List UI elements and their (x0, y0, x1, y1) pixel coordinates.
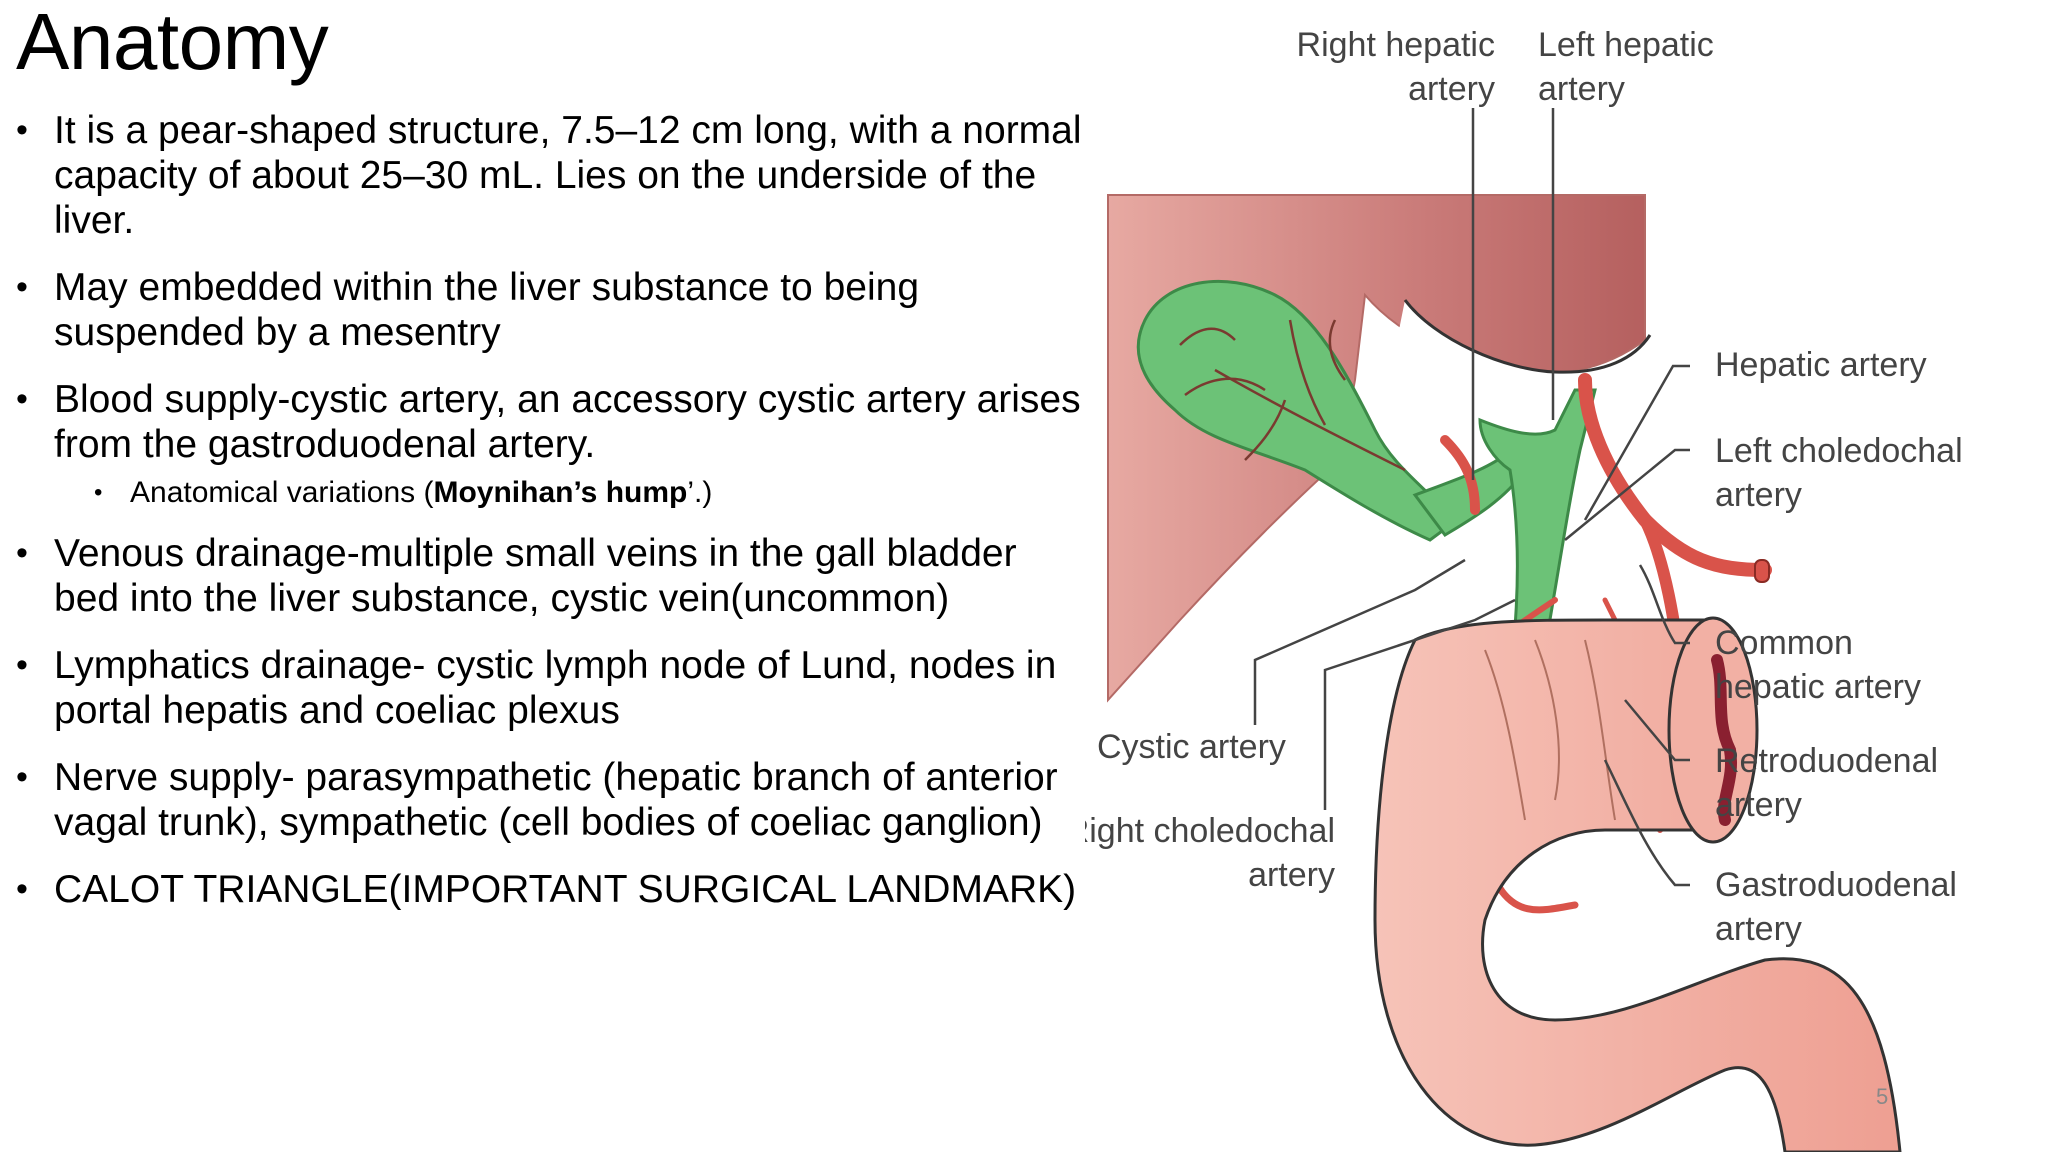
sub-bullet-bold: Moynihan’s hump (433, 476, 688, 509)
bullet-text: Lymphatics drainage- cystic lymph node o… (54, 644, 1057, 732)
bullet-item: • Lymphatics drainage- cystic lymph node … (0, 643, 1090, 733)
sub-bullet-suffix: ’.) (687, 476, 713, 509)
label-right-hepatic-artery-line2: artery (1408, 70, 1495, 108)
label-common-hepatic-artery-line2: hepatic artery (1715, 668, 1921, 706)
slide-title: Anatomy (16, 0, 329, 86)
label-right-choledochal-artery-line1: Right choledochal (1085, 812, 1335, 850)
sub-bullet-prefix: Anatomical variations ( (130, 476, 434, 509)
label-left-choledochal-artery-line2: artery (1715, 476, 1802, 514)
cystic-artery-branches (1179, 319, 1406, 472)
label-common-hepatic-artery-line1: Common (1715, 624, 1853, 662)
bullet-text: It is a pear-shaped structure, 7.5–12 cm… (54, 109, 1082, 242)
bullet-text: Blood supply-cystic artery, an accessory… (54, 378, 1081, 466)
bullet-list: • It is a pear-shaped structure, 7.5–12 c… (0, 108, 1090, 934)
label-right-choledochal-artery-line2: artery (1248, 856, 1335, 894)
leader-lines (1253, 108, 1690, 887)
bullet-dot-icon: • (16, 111, 28, 149)
bullet-dot-icon: • (16, 646, 28, 684)
bullet-dot-icon: • (16, 268, 28, 306)
bullet-text: Venous drainage-multiple small veins in … (54, 532, 1017, 620)
duodenum-cut-face (1667, 616, 1759, 844)
liver-notch-edge (1403, 299, 1652, 374)
duodenum-folds (1484, 639, 1616, 821)
sub-bullet-item: • Anatomical variations (Moynihan’s hump’… (0, 473, 1090, 513)
label-gastroduodenal-artery-line2: artery (1715, 910, 1802, 948)
gallbladder-anatomy-diagram: Right hepatic artery Left hepatic artery… (1085, 0, 2048, 1152)
diagram-svg: Right hepatic artery Left hepatic artery… (1085, 26, 1963, 1152)
bullet-item: • It is a pear-shaped structure, 7.5–12 c… (0, 108, 1090, 243)
bullet-dot-icon: • (16, 534, 28, 572)
label-retroduodenal-artery-line1: Retroduodenal (1715, 742, 1938, 780)
bullet-dot-icon: • (94, 479, 103, 506)
bullet-item: • Venous drainage-multiple small veins in… (0, 531, 1090, 621)
label-hepatic-artery: Hepatic artery (1715, 346, 1927, 384)
label-left-choledochal-artery-line1: Left choledochal (1715, 432, 1963, 470)
bullet-dot-icon: • (16, 758, 28, 796)
liver-notch (1385, 300, 1660, 400)
artery-cut-end (1754, 559, 1770, 583)
duodenum-lumen (1711, 654, 1737, 826)
bullet-text: CALOT TRIANGLE(IMPORTANT SURGICAL LANDMA… (54, 868, 1077, 911)
label-left-hepatic-artery-line2: artery (1538, 70, 1625, 108)
bullet-item: • CALOT TRIANGLE(IMPORTANT SURGICAL LANDM… (0, 867, 1090, 912)
label-retroduodenal-artery-line2: artery (1715, 786, 1802, 824)
label-right-hepatic-artery-line1: Right hepatic (1297, 26, 1495, 64)
bullet-text: May embedded within the liver substance … (54, 266, 920, 354)
bullet-item: • Blood supply-cystic artery, an accessor… (0, 377, 1090, 467)
label-gastroduodenal-artery-line1: Gastroduodenal (1715, 866, 1957, 904)
bullet-item: • May embedded within the liver substance… (0, 265, 1090, 355)
label-cystic-artery: Cystic artery (1097, 728, 1286, 766)
page-number: 5 (1876, 1084, 1889, 1109)
bullet-dot-icon: • (16, 380, 28, 418)
label-left-hepatic-artery-line1: Left hepatic (1538, 26, 1714, 64)
bullet-text: Nerve supply- parasympathetic (hepatic b… (54, 756, 1058, 844)
bullet-dot-icon: • (16, 870, 28, 908)
bullet-item: • Nerve supply- parasympathetic (hepatic … (0, 755, 1090, 845)
